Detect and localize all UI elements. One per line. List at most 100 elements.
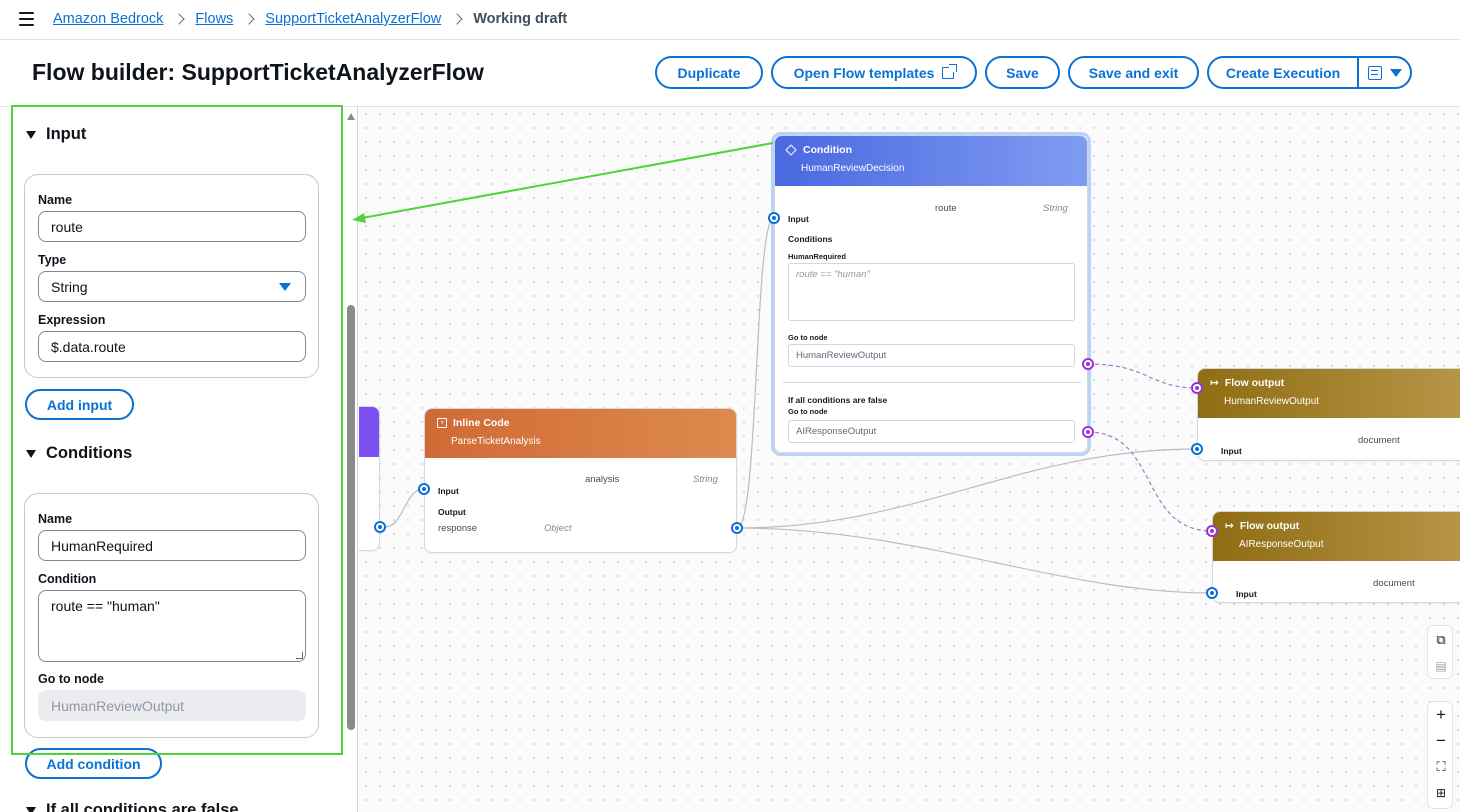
input-expression-field[interactable]: $.data.route bbox=[38, 331, 306, 362]
condition-else-goto-field[interactable]: AIResponseOutput bbox=[788, 420, 1075, 443]
scrollbar-thumb[interactable] bbox=[347, 305, 355, 730]
conditions-section-header[interactable]: Conditions bbox=[26, 444, 132, 463]
output-arrow-icon: ↦ bbox=[1210, 377, 1219, 389]
inline-output-type: Object bbox=[544, 523, 572, 534]
save-and-exit-button[interactable]: Save and exit bbox=[1068, 56, 1199, 89]
page-title: Flow builder: SupportTicketAnalyzerFlow bbox=[32, 59, 484, 85]
fit-view-icon[interactable]: ⛶ bbox=[1436, 759, 1446, 774]
flow-output-1-input-port[interactable] bbox=[1191, 443, 1203, 455]
breadcrumb-current: Working draft bbox=[473, 11, 568, 27]
inline-code-node-type: Inline Code bbox=[453, 417, 510, 429]
flow-output-2-condition-port[interactable] bbox=[1206, 525, 1218, 537]
breadcrumb-flows[interactable]: Flows bbox=[195, 11, 234, 27]
breadcrumb-bar: Amazon Bedrock Flows SupportTicketAnalyz… bbox=[0, 0, 1460, 40]
add-input-button[interactable]: Add input bbox=[25, 389, 134, 420]
flow-output-1-condition-port[interactable] bbox=[1191, 382, 1203, 394]
condition-divider bbox=[783, 382, 1081, 383]
condition-goto-field[interactable]: HumanReviewOutput bbox=[788, 344, 1075, 367]
connections bbox=[384, 217, 1213, 594]
flow-output-2-type: Flow output bbox=[1239, 520, 1300, 532]
inline-code-node[interactable]: ›Inline Code ParseTicketAnalysis analysi… bbox=[424, 408, 737, 553]
execution-options-dropdown[interactable] bbox=[1359, 58, 1410, 87]
input-type-label: Type bbox=[38, 253, 67, 267]
condition-expression-textarea[interactable]: route == "human" bbox=[38, 590, 306, 662]
auto-layout-icon[interactable]: ⊞ bbox=[1435, 786, 1447, 800]
page-header: Flow builder: SupportTicketAnalyzerFlow … bbox=[0, 40, 1460, 107]
input-type-value: String bbox=[51, 279, 88, 295]
caret-down-icon bbox=[279, 283, 291, 291]
input-section-header[interactable]: Input bbox=[26, 125, 86, 144]
condition-node-header: Condition HumanReviewDecision bbox=[775, 136, 1087, 186]
chevron-right-icon bbox=[173, 13, 186, 25]
condition-true-port[interactable] bbox=[1082, 358, 1094, 370]
condition-else-label: If all conditions are false bbox=[788, 395, 888, 405]
create-execution-button[interactable]: Create Execution bbox=[1209, 58, 1359, 87]
open-flow-templates-button[interactable]: Open Flow templates bbox=[771, 56, 977, 89]
flow-output-node-2[interactable]: ↦Flow output AIResponseOutput document I… bbox=[1212, 511, 1460, 603]
menu-icon[interactable] bbox=[19, 12, 34, 26]
condition-name-field[interactable]: HumanRequired bbox=[38, 530, 306, 561]
panel-scrollbar[interactable] bbox=[345, 107, 357, 812]
diamond-icon bbox=[785, 144, 797, 156]
else-section-title: If all conditions are false bbox=[46, 801, 239, 812]
paste-icon[interactable]: ▤ bbox=[1435, 659, 1447, 673]
zoom-in-icon[interactable]: + bbox=[1436, 705, 1446, 724]
input-expression-value: $.data.route bbox=[51, 339, 126, 355]
inline-input-port[interactable] bbox=[418, 483, 430, 495]
code-icon: › bbox=[437, 418, 447, 428]
breadcrumb-amazon-bedrock[interactable]: Amazon Bedrock bbox=[53, 11, 164, 27]
input-type-select[interactable]: String bbox=[38, 271, 306, 302]
edge-input-to-inline bbox=[384, 488, 425, 528]
breadcrumb-flow[interactable]: SupportTicketAnalyzerFlow bbox=[265, 11, 442, 27]
inline-code-node-name: ParseTicketAnalysis bbox=[451, 436, 541, 447]
inline-output-name: response bbox=[438, 523, 478, 534]
condition-input-name: route bbox=[935, 203, 957, 214]
flow-output-2-input-port[interactable] bbox=[1206, 587, 1218, 599]
flow-output-node-1[interactable]: ↦Flow output HumanReviewOutput document … bbox=[1197, 368, 1460, 461]
condition-else-port[interactable] bbox=[1082, 426, 1094, 438]
input-card: Name route Type String Expression $.data… bbox=[24, 174, 319, 378]
inline-output-port[interactable] bbox=[731, 522, 743, 534]
flow-canvas[interactable]: ›Inline Code ParseTicketAnalysis analysi… bbox=[359, 107, 1460, 812]
flow-input-node[interactable] bbox=[359, 406, 380, 551]
scroll-up-icon[interactable] bbox=[347, 113, 355, 120]
add-condition-label: Add condition bbox=[46, 755, 141, 772]
condition-input-type: String bbox=[1043, 203, 1068, 214]
clipboard-toolbar: ⧉ ▤ bbox=[1427, 625, 1453, 679]
condition-node-name: HumanReviewDecision bbox=[801, 163, 905, 174]
flow-output-1-type: Flow output bbox=[1224, 377, 1285, 389]
flow-output-2-name: AIResponseOutput bbox=[1239, 539, 1324, 550]
condition-node[interactable]: Condition HumanReviewDecision route Stri… bbox=[774, 135, 1088, 453]
node-config-panel: Input Name route Type String Expression … bbox=[0, 107, 358, 812]
condition-goto-node-value: HumanReviewOutput bbox=[51, 698, 185, 714]
inline-input-type: String bbox=[693, 474, 718, 485]
flow-output-1-input-label: Input bbox=[1221, 446, 1242, 456]
output-arrow-icon: ↦ bbox=[1225, 520, 1234, 532]
input-name-field[interactable]: route bbox=[38, 211, 306, 242]
save-button-label: Save bbox=[1006, 64, 1039, 81]
condition-goto-value: HumanReviewOutput bbox=[796, 350, 887, 361]
external-link-icon bbox=[942, 63, 958, 79]
copy-icon[interactable]: ⧉ bbox=[1436, 632, 1446, 647]
flow-input-node-header bbox=[359, 407, 379, 457]
flow-output-node-1-header: ↦ Flow output HumanReviewOutput bbox=[1198, 369, 1460, 418]
add-condition-button[interactable]: Add condition bbox=[25, 748, 162, 779]
duplicate-button[interactable]: Duplicate bbox=[655, 56, 763, 89]
flow-output-1-name: HumanReviewOutput bbox=[1224, 396, 1320, 407]
expand-triangle-icon bbox=[26, 806, 36, 812]
save-button[interactable]: Save bbox=[985, 56, 1060, 89]
condition-input-port[interactable] bbox=[768, 212, 780, 224]
condition-else-goto-label: Go to node bbox=[788, 407, 828, 416]
zoom-out-icon[interactable]: − bbox=[1436, 731, 1446, 750]
inline-output-label: Output bbox=[438, 507, 466, 517]
inline-input-label: Input bbox=[438, 486, 459, 496]
condition-card: Name HumanRequired Condition route == "h… bbox=[24, 493, 319, 738]
else-section-header[interactable]: If all conditions are false bbox=[26, 801, 239, 812]
flow-input-output-port[interactable] bbox=[374, 521, 386, 533]
resize-grip-icon[interactable] bbox=[296, 652, 303, 659]
edge-inline-to-condition bbox=[736, 217, 775, 529]
expand-triangle-icon bbox=[26, 449, 36, 458]
condition-expression-field[interactable]: route == "human" bbox=[788, 263, 1075, 321]
input-name-value: route bbox=[51, 219, 83, 235]
condition-expression-value: route == "human" bbox=[51, 598, 160, 614]
